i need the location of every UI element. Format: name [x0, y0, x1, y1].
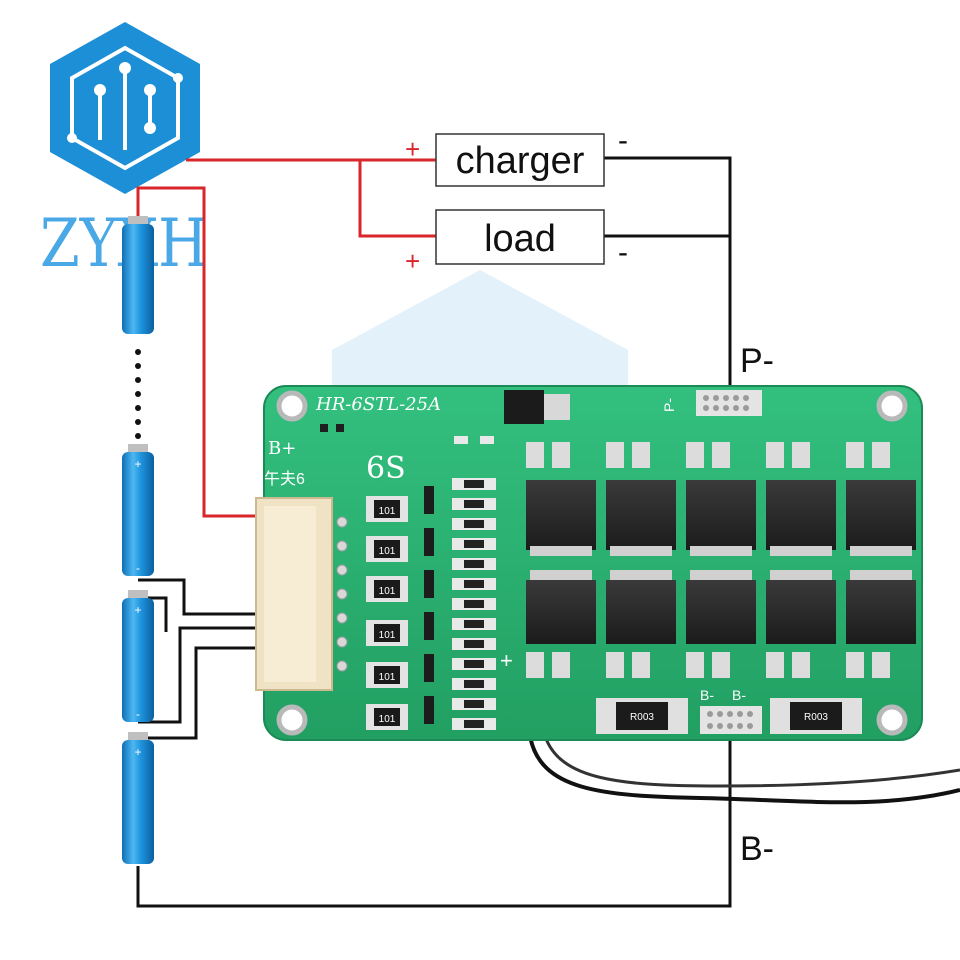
svg-text:R003: R003	[804, 712, 828, 723]
b-minus-label: B-	[740, 830, 774, 868]
board-b-pad-label: B-	[732, 687, 746, 703]
resistor-column: 101 101 101 101 101	[366, 496, 408, 730]
board-cells-label: 6S	[366, 451, 406, 486]
resistor: 101	[366, 620, 408, 646]
svg-text:R003: R003	[630, 712, 654, 723]
positive-wires	[136, 158, 436, 518]
charger-box: charger	[435, 133, 605, 187]
ellipsis-dots	[135, 349, 141, 439]
svg-text:101: 101	[379, 714, 396, 725]
resistor: 101	[366, 704, 408, 730]
mounting-holes	[276, 390, 908, 736]
board-b-pad-label: B-	[700, 687, 714, 703]
mosfet-array	[526, 442, 916, 678]
svg-text:-: -	[136, 561, 140, 575]
svg-text:101: 101	[379, 546, 396, 557]
bms-board: HR-6STL-25A 6S B+ 午夫6 P- B- B-	[255, 385, 923, 741]
resistor: 101	[366, 536, 408, 562]
svg-text:+: +	[134, 603, 141, 617]
svg-text:101: 101	[379, 506, 396, 517]
negative-wires	[136, 156, 732, 908]
shunt-resistor: R003	[770, 698, 862, 734]
svg-text:101: 101	[379, 586, 396, 597]
board-p-pad-label: P-	[661, 398, 677, 412]
ic-chip	[504, 390, 544, 424]
board-model: HR-6STL-25A	[315, 394, 441, 415]
shunt-resistor: R003	[596, 698, 688, 734]
svg-text:-: -	[136, 707, 140, 721]
svg-text:101: 101	[379, 672, 396, 683]
temperature-cable	[528, 735, 960, 805]
svg-text:101: 101	[379, 630, 396, 641]
charger-minus-sign: -	[618, 124, 628, 157]
resistor: 101	[366, 496, 408, 522]
mosfet-gate-resistors	[526, 442, 890, 678]
battery-cell: +	[122, 732, 154, 864]
load-label: load	[484, 218, 556, 260]
load-box: load	[435, 209, 605, 265]
p-minus-label: P-	[740, 342, 774, 380]
battery-cell: + -	[122, 444, 154, 576]
smd-columns	[424, 478, 496, 730]
mosfet-bottom-row	[526, 570, 916, 644]
board-connector-mark: 午夫6	[264, 470, 305, 488]
load-minus-sign: -	[618, 236, 628, 269]
load-plus-sign: +	[405, 246, 420, 276]
svg-text:+: +	[134, 457, 141, 471]
charger-plus-sign: +	[405, 134, 420, 164]
board-bplus-label: B+	[268, 438, 296, 459]
balance-connector	[255, 497, 348, 691]
svg-text:+: +	[134, 745, 141, 759]
mosfet-top-row	[526, 480, 916, 556]
battery-cell	[122, 216, 154, 334]
battery-stack: + - + - +	[122, 216, 154, 864]
board-plus-mark: +	[500, 648, 513, 673]
small-components	[320, 424, 494, 444]
p-minus-pad	[696, 390, 762, 416]
brand-logo: ZYXH	[40, 22, 208, 282]
resistor: 101	[366, 576, 408, 602]
resistor: 101	[366, 662, 408, 688]
b-minus-pad	[700, 706, 762, 734]
charger-label: charger	[456, 140, 585, 182]
battery-cell: + -	[122, 590, 154, 722]
